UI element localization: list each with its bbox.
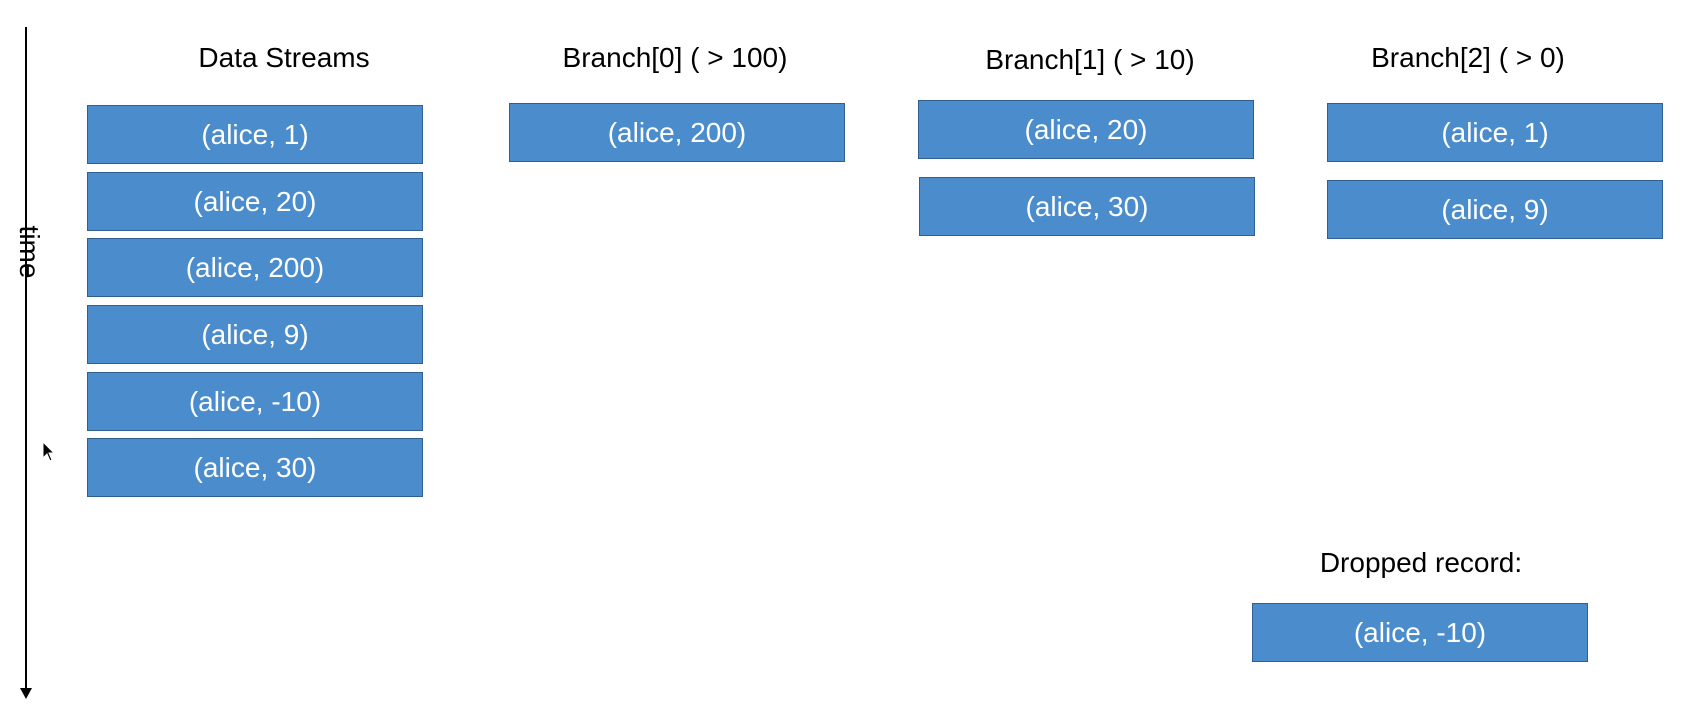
dropped-record: (alice, -10)	[1252, 603, 1588, 662]
branch-2-record: (alice, 1)	[1327, 103, 1663, 162]
mouse-cursor-icon	[42, 441, 56, 462]
time-axis-line	[25, 27, 27, 693]
branch-1-record: (alice, 30)	[919, 177, 1255, 236]
stream-record: (alice, 200)	[87, 238, 423, 297]
stream-record: (alice, -10)	[87, 372, 423, 431]
branch-1-record: (alice, 20)	[918, 100, 1254, 159]
stream-record: (alice, 30)	[87, 438, 423, 497]
branch-0-title: Branch[0] ( > 100)	[562, 42, 788, 73]
branch-2-record: (alice, 9)	[1327, 180, 1663, 239]
time-axis-arrowhead	[20, 688, 32, 699]
stream-record: (alice, 20)	[87, 172, 423, 231]
branch-1-title: Branch[1] ( > 10)	[985, 44, 1195, 75]
dropped-record-title: Dropped record:	[1319, 547, 1523, 578]
time-axis-label: time	[14, 225, 45, 279]
stream-record: (alice, 9)	[87, 305, 423, 364]
stream-record: (alice, 1)	[87, 105, 423, 164]
data-streams-title: Data Streams	[198, 42, 370, 73]
branch-2-title: Branch[2] ( > 0)	[1371, 42, 1565, 73]
branch-0-record: (alice, 200)	[509, 103, 845, 162]
